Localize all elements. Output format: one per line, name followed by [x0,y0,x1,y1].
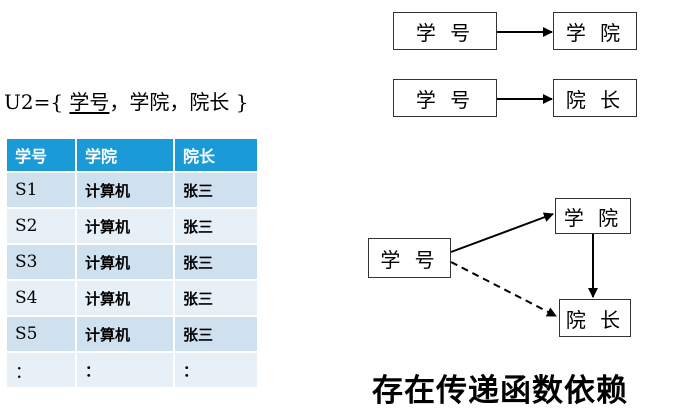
table-row: S5 计算机 张三 [5,315,259,353]
transitive-source-box: 学 号 [368,238,451,278]
fd2-target-box: 院 长 [553,79,637,117]
fd1-target-box: 学 院 [553,12,637,50]
cell-college: 计算机 [75,207,175,245]
header-college: 学院 [75,137,175,173]
cell-college: 计算机 [75,315,175,353]
table-header-row: 学号 学院 院长 [5,137,259,173]
fd2-source-box: 学 号 [393,79,497,117]
cell-dean: 张三 [173,279,259,317]
table-row: ： ： ： [5,351,259,389]
cell-dean: 张三 [173,207,259,245]
relation-schema: U2={ 学号，学院，院长 } [4,86,249,115]
relation-table: 学号 学院 院长 S1 计算机 张三 S2 计算机 张三 S3 计算机 张三 S… [5,137,259,389]
cell-college: 计算机 [75,243,175,281]
cell-dean: 张三 [173,243,259,281]
schema-attribute-college: 学院 [129,90,170,114]
table-row: S4 计算机 张三 [5,279,259,317]
schema-key-attribute: 学号 [69,90,110,114]
cell-student-id: S5 [5,315,77,353]
cell-college: 计算机 [75,171,175,209]
fd1-source-box: 学 号 [393,12,497,50]
cell-dean: 张三 [173,171,259,209]
cell-student-id: S2 [5,207,77,245]
cell-dean: 张三 [173,315,259,353]
cell-student-id: S1 [5,171,77,209]
transitive-arrow-dashed [450,261,557,317]
cell-student-id: S4 [5,279,77,317]
header-student-id: 学号 [5,137,77,173]
table-row: S1 计算机 张三 [5,171,259,209]
transitive-middle-box: 学 院 [555,198,631,234]
schema-separator-2: ， [169,90,190,114]
cell-student-id: ： [5,351,77,389]
header-dean: 院长 [173,137,259,173]
fd2-source-label: 学 号 [415,87,475,112]
cell-college: ： [75,351,175,389]
transitive-target-label: 院 长 [565,307,625,332]
cell-dean: ： [173,351,259,389]
fd1-source-label: 学 号 [415,20,475,45]
table-row: S3 计算机 张三 [5,243,259,281]
transitive-source-label: 学 号 [380,247,439,272]
cell-student-id: S3 [5,243,77,281]
conclusion-text: 存在传递函数依赖 [372,373,628,409]
schema-attribute-dean: 院长 [189,90,230,114]
transitive-middle-label: 学 院 [563,205,623,230]
cell-college: 计算机 [75,279,175,317]
schema-suffix: } [235,90,249,114]
fd1-target-label: 学 院 [565,20,625,45]
table-row: S2 计算机 张三 [5,207,259,245]
transitive-arrow-source-to-middle [450,212,554,253]
schema-separator-1: ， [109,90,130,114]
fd2-target-label: 院 长 [565,87,625,112]
transitive-target-box: 院 长 [559,299,631,337]
schema-prefix: U2={ [4,90,64,114]
